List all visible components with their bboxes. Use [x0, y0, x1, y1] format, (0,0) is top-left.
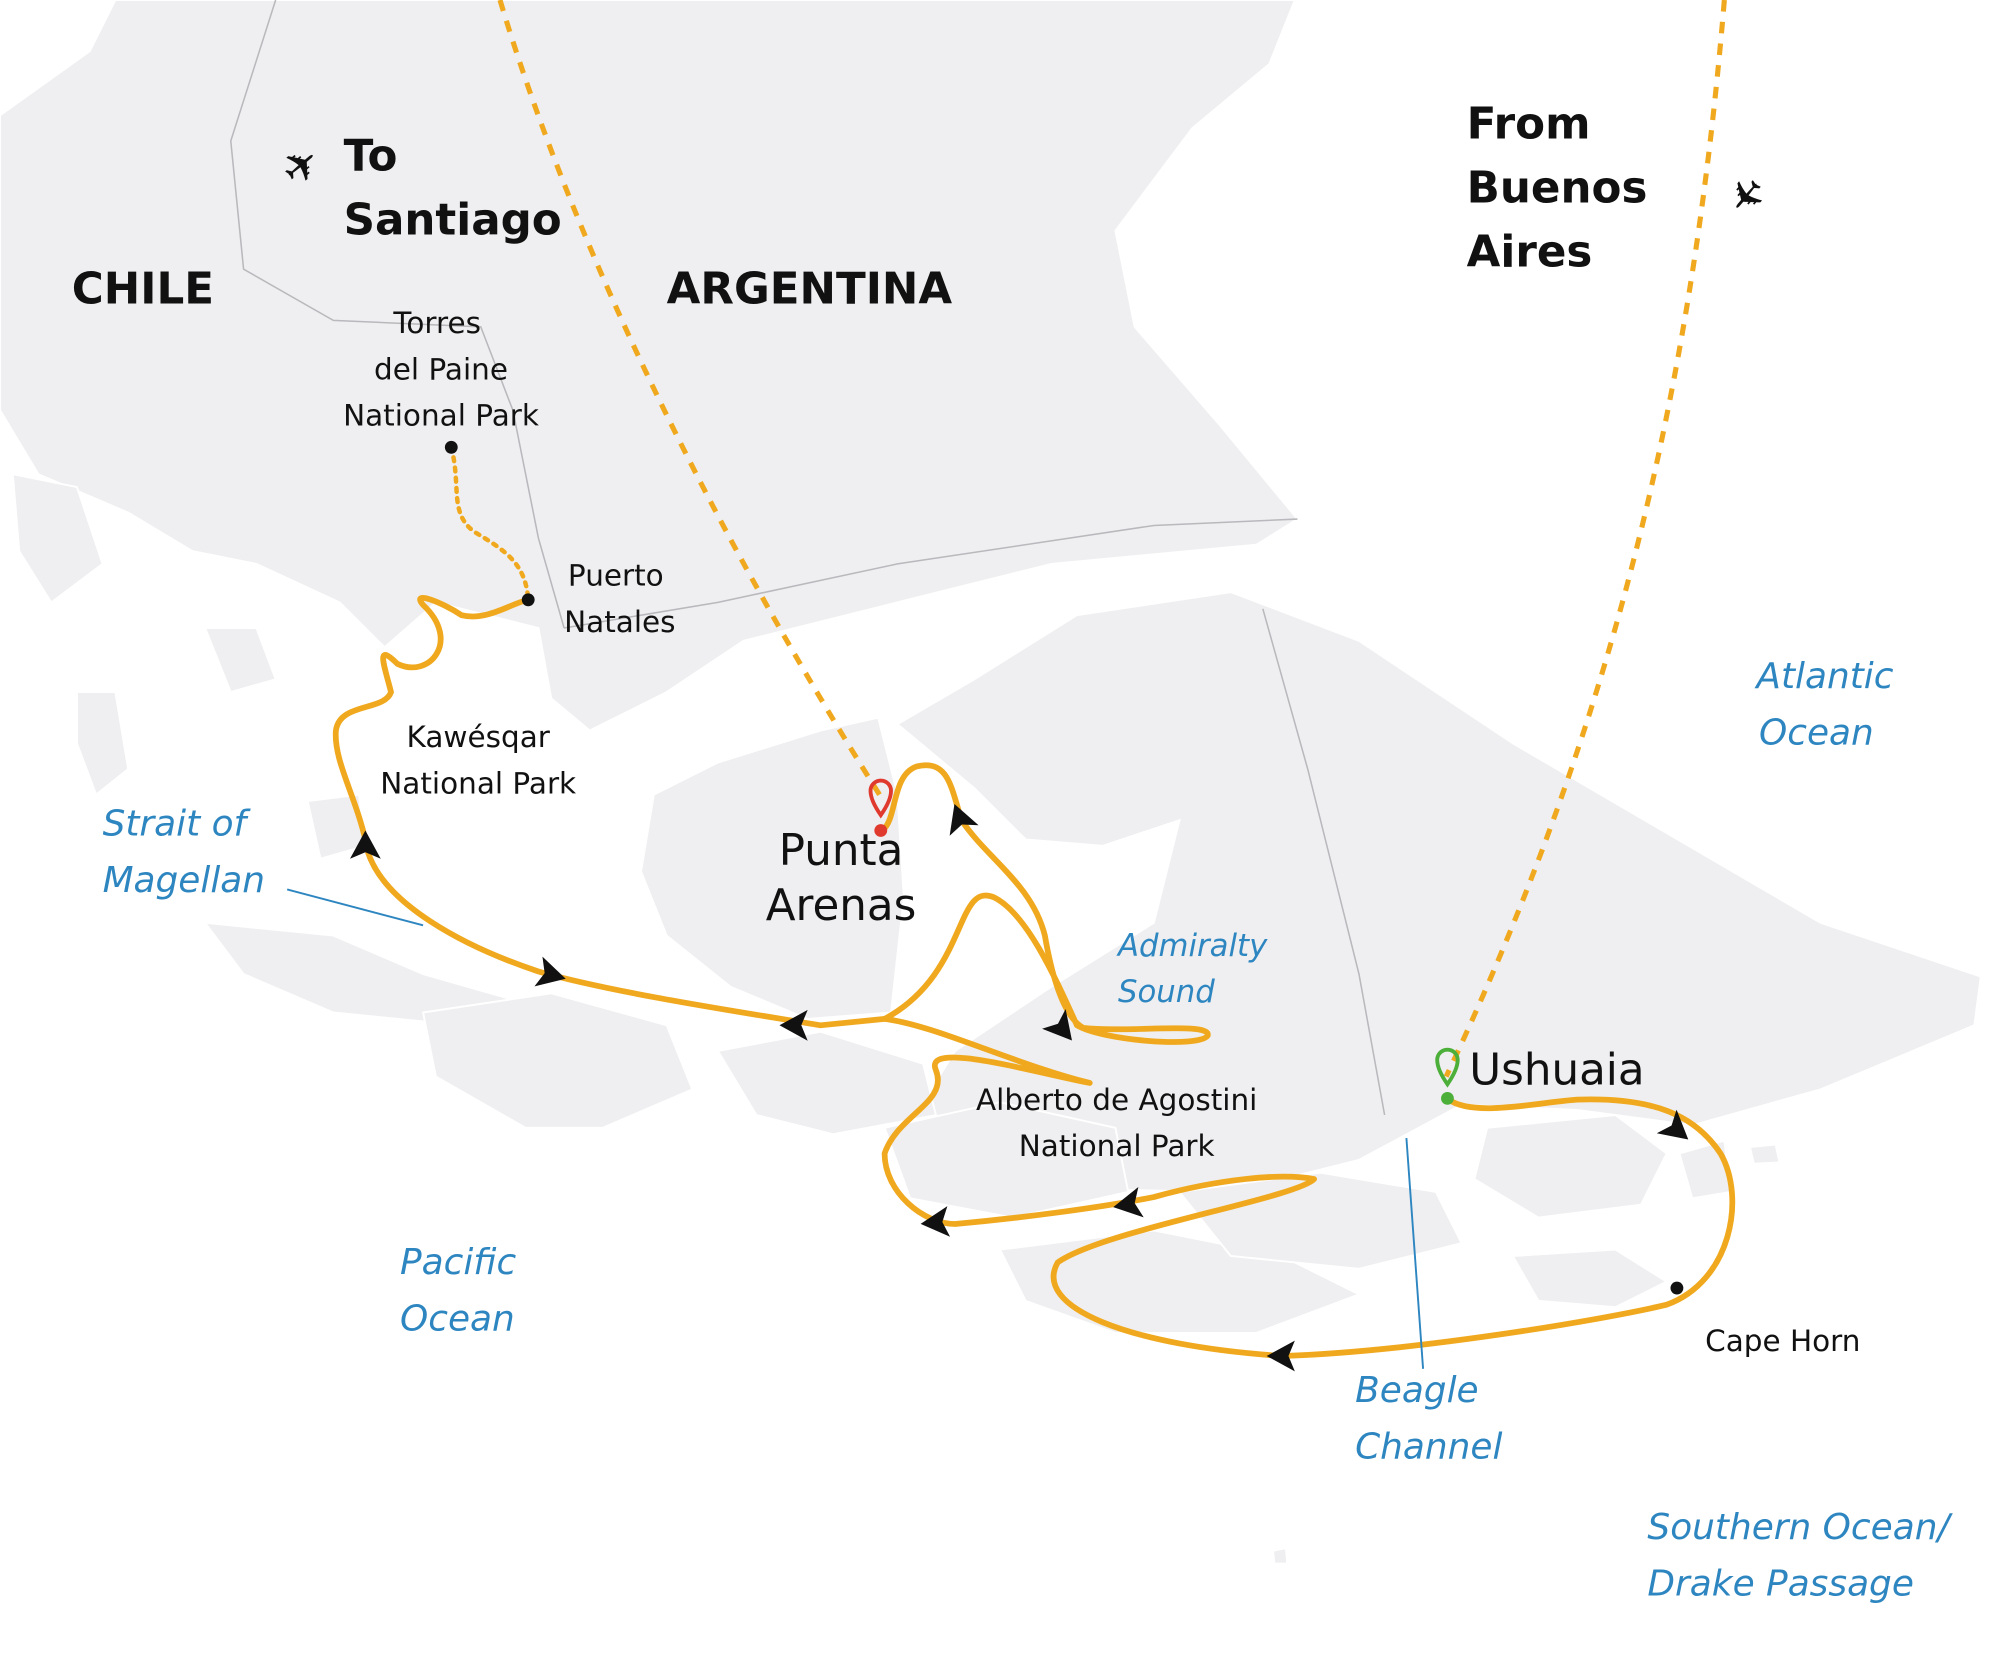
label-southern-ocean: Southern Ocean/	[1647, 1507, 1953, 1548]
direction-arrow	[1266, 1340, 1295, 1372]
strait-leader-line	[286, 888, 424, 927]
island	[421, 992, 694, 1129]
mainland	[0, 0, 1299, 732]
island	[1678, 1139, 1732, 1200]
route-south	[881, 1016, 1736, 1359]
label-argentina: ARGENTINA	[667, 265, 953, 315]
cape-horn-dot	[1670, 1281, 1684, 1295]
label-pacific-ocean: Pacific	[400, 1242, 517, 1283]
island	[203, 627, 277, 694]
label-to-santiago: To	[344, 131, 398, 181]
island	[883, 1101, 1130, 1219]
direction-arrow	[534, 956, 566, 987]
puerto-natales-dot	[521, 593, 535, 607]
label-kawesqar: National Park	[380, 766, 576, 800]
border-line	[1262, 608, 1386, 1116]
island	[1511, 1248, 1669, 1309]
direction-arrow	[779, 1009, 808, 1041]
label-torres-del-paine: del Paine	[374, 352, 508, 386]
direction-arrow	[949, 804, 979, 836]
ushuaia-pin-icon[interactable]	[1435, 1047, 1460, 1105]
airplane-icon: ✈	[1714, 164, 1776, 224]
direction-arrow	[920, 1206, 951, 1237]
punta-arenas-pin-icon[interactable]	[868, 778, 893, 837]
torres-del-paine-trail	[449, 445, 531, 603]
label-admiralty-sound: Sound	[1118, 974, 1215, 1010]
label-strait-of-magellan: Strait of	[103, 804, 252, 845]
island	[75, 691, 130, 797]
label-to-santiago: Santiago	[344, 196, 562, 246]
flight-path-buenos-aires	[1443, 0, 1727, 1078]
label-agostini: Alberto de Agostini	[976, 1083, 1257, 1117]
label-beagle-channel: Beagle	[1355, 1370, 1479, 1411]
border-line	[563, 518, 1298, 629]
label-atlantic-ocean: Atlantic	[1754, 656, 1893, 697]
label-strait-of-magellan: Magellan	[103, 860, 265, 901]
label-from-buenos-aires: Aires	[1467, 228, 1593, 278]
island	[1473, 1114, 1668, 1219]
direction-arrow	[1656, 1109, 1689, 1140]
label-atlantic-ocean: Ocean	[1759, 713, 1874, 754]
label-ushuaia: Ushuaia	[1469, 1045, 1644, 1095]
brunswick-peninsula	[640, 716, 905, 1020]
island	[1272, 1547, 1289, 1565]
label-torres-del-paine: Torres	[392, 306, 481, 340]
direction-arrow	[350, 830, 381, 859]
markers	[444, 440, 1684, 1295]
direction-arrow	[1113, 1187, 1144, 1218]
flight-paths	[449, 0, 1727, 1078]
label-kawesqar: Kawésqar	[407, 720, 551, 754]
label-from-buenos-aires: From	[1467, 99, 1591, 149]
label-admiralty-sound: Admiralty	[1116, 928, 1268, 964]
ship-route	[332, 595, 1736, 1372]
label-puerto-natales: Puerto	[568, 559, 664, 593]
label-punta-arenas: Punta	[779, 826, 904, 876]
beagle-leader-line	[1405, 1138, 1425, 1369]
label-torres-del-paine: National Park	[343, 399, 539, 433]
island	[716, 1030, 938, 1136]
border-line	[229, 0, 565, 629]
labels: CHILE ARGENTINA ✈ To Santiago ✈ From Bue…	[72, 99, 1954, 1604]
label-chile: CHILE	[72, 265, 214, 315]
island	[1177, 1171, 1463, 1270]
label-pacific-ocean: Ocean	[400, 1298, 515, 1339]
island	[11, 473, 104, 604]
label-from-buenos-aires: Buenos	[1467, 164, 1648, 214]
island	[1748, 1143, 1781, 1165]
direction-arrow	[1042, 1009, 1072, 1041]
label-puerto-natales: Natales	[564, 605, 675, 639]
label-beagle-channel: Channel	[1355, 1427, 1502, 1468]
label-southern-ocean: Drake Passage	[1647, 1564, 1913, 1605]
flight-path-santiago	[497, 0, 882, 796]
landmasses	[0, 0, 1982, 1565]
label-cape-horn: Cape Horn	[1705, 1324, 1860, 1358]
label-punta-arenas: Arenas	[766, 881, 917, 931]
torres-del-paine-dot	[444, 440, 458, 454]
label-agostini: National Park	[1019, 1129, 1215, 1163]
